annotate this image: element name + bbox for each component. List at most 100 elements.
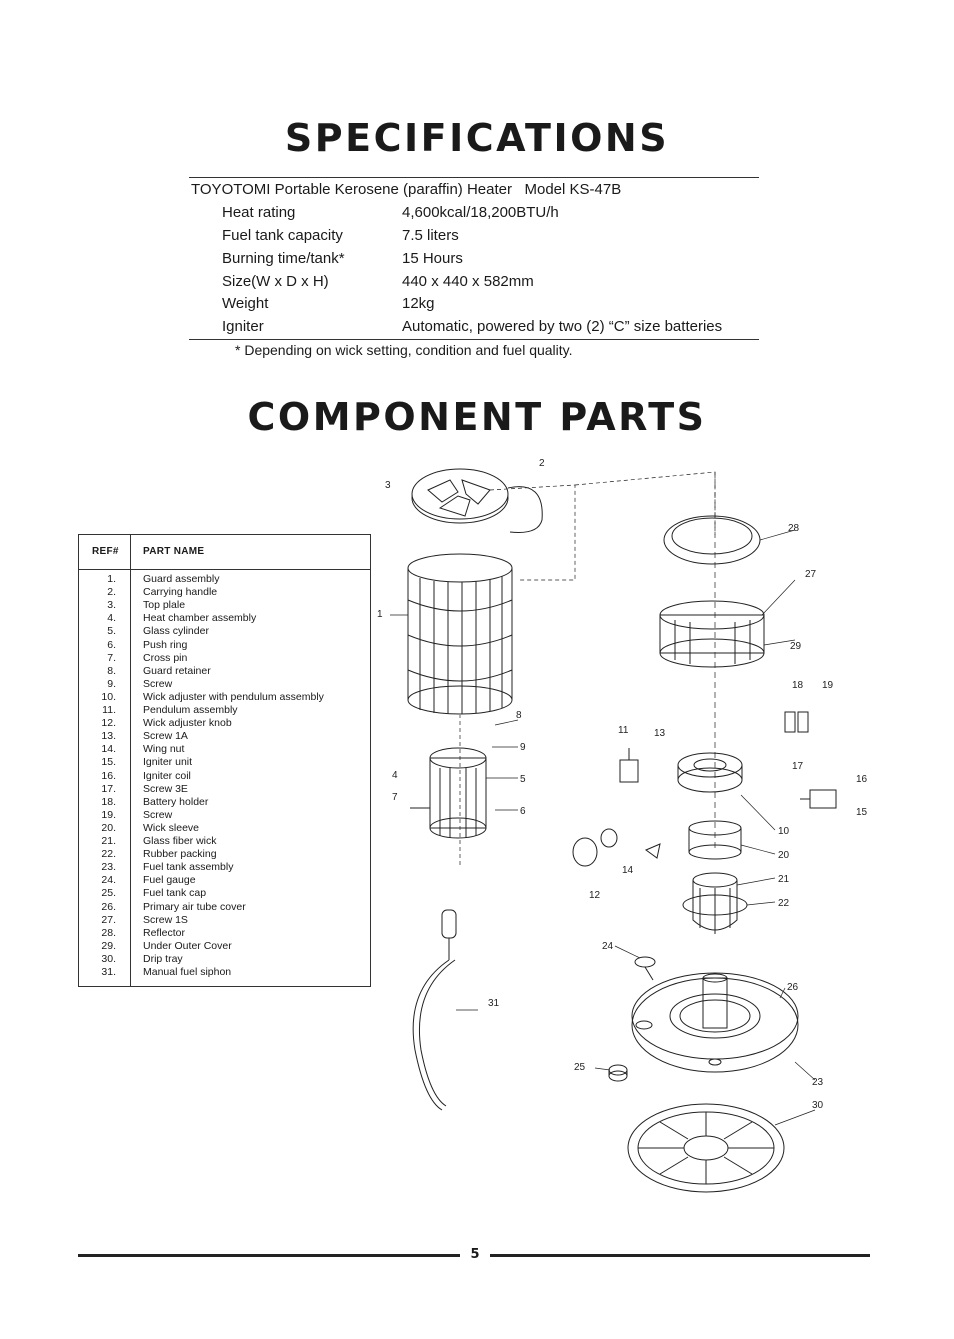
spec-row: Size(W x D x H) 440 x 440 x 582mm	[222, 273, 762, 295]
callout-22: 22	[778, 898, 790, 909]
callout-15: 15	[856, 807, 868, 818]
callout-14: 14	[622, 865, 634, 876]
spec-bottom-rule	[189, 339, 759, 340]
part-name: Glass cylinder	[143, 625, 209, 638]
table-row: 2. Carrying handle	[79, 586, 372, 599]
table-row: 11.Pendulum assembly	[79, 704, 372, 717]
exploded-parts-diagram: 1 2 3 4 5 6 7 8 9 10 11 12 13 14 15 16 1…	[377, 458, 868, 1193]
callout-10: 10	[778, 826, 790, 837]
callout-17: 17	[792, 761, 804, 772]
table-row: 19.Screw	[79, 809, 372, 822]
part-ref-number: 21.	[101, 835, 116, 847]
part-ref-number: 14.	[101, 743, 116, 756]
part-name: Primary air tube cover	[143, 900, 246, 913]
spec-value: 7.5 liters	[402, 227, 459, 244]
part-name: Heat chamber assembly	[143, 612, 257, 625]
part-name: Igniter coil	[143, 769, 191, 782]
part-ref-number: 23.	[101, 861, 116, 874]
page-number: 5	[470, 1247, 480, 1262]
callout-16: 16	[856, 774, 868, 785]
part-name: Guard retainer	[143, 664, 211, 677]
part-name: Guard assembly	[143, 573, 220, 585]
table-row: 27.Screw 1S	[79, 914, 372, 927]
part-ref-number: 1.	[107, 573, 116, 585]
part-name: Rubber packing	[143, 848, 217, 861]
callout-20: 20	[778, 850, 790, 861]
part-ref-number: 27.	[101, 913, 116, 926]
part-ref-number: 28.	[101, 926, 116, 939]
spec-row: Igniter Automatic, powered by two (2) “C…	[222, 318, 762, 340]
part-name-column-header: PART NAME	[143, 546, 205, 557]
spec-model-header: TOYOTOMI Portable Kerosene (paraffin) He…	[191, 181, 622, 198]
part-name: Fuel tank assembly	[143, 861, 234, 874]
part-ref-number: 17.	[101, 782, 116, 795]
spec-row: Weight 12kg	[222, 295, 762, 317]
callout-6: 6	[520, 806, 526, 817]
part-ref-number: 20.	[101, 821, 116, 834]
table-row: 16. Igniter coil	[79, 770, 372, 783]
part-name: Wick sleeve	[143, 821, 200, 834]
table-row: 23. Fuel tank assembly	[79, 861, 372, 874]
spec-label: Burning time/tank*	[222, 250, 345, 267]
part-ref-number: 10.	[101, 690, 116, 703]
table-row: 3.Top plale	[79, 599, 372, 612]
table-row: 15.Igniter unit	[79, 756, 372, 769]
spec-top-rule	[189, 177, 759, 178]
table-row: 20. Wick sleeve	[79, 822, 372, 835]
drip-tray-drawing	[627, 1103, 785, 1193]
wick-knob-drawing	[572, 828, 661, 867]
part-ref-number: 26.	[101, 900, 116, 913]
callout-11: 11	[618, 725, 629, 736]
part-name: Wick adjuster knob	[143, 717, 232, 730]
spec-value: Automatic, powered by two (2) “C” size b…	[402, 318, 723, 335]
part-ref-number: 6.	[107, 638, 116, 651]
callout-19: 19	[822, 680, 834, 691]
table-row: 1. Guard assembly	[79, 573, 372, 586]
part-ref-number: 8.	[107, 664, 116, 677]
spec-label: Heat rating	[222, 204, 296, 221]
part-name: Push ring	[143, 638, 188, 651]
table-row: 4. Heat chamber assembly	[79, 612, 372, 625]
part-ref-number: 13.	[101, 730, 116, 743]
part-ref-number: 19.	[101, 808, 116, 821]
callout-23: 23	[812, 1077, 824, 1088]
part-name: Igniter unit	[143, 756, 193, 769]
part-name: Drip tray	[143, 952, 183, 965]
spec-row: Burning time/tank* 15 Hours	[222, 250, 762, 272]
table-row: 8. Guard retainer	[79, 665, 372, 678]
part-name: Reflector	[143, 926, 186, 939]
part-name: Wing nut	[143, 743, 185, 756]
callout-21: 21	[778, 874, 790, 885]
fuel-tank-drawing	[631, 972, 799, 1073]
callout-24: 24	[602, 941, 614, 952]
callout-26: 26	[787, 982, 799, 993]
part-name: Battery holder	[143, 795, 209, 808]
part-name: Manual fuel siphon	[143, 966, 232, 978]
callout-25: 25	[574, 1062, 586, 1073]
part-ref-number: 30.	[101, 952, 116, 965]
part-name: Carrying handle	[143, 586, 218, 599]
part-ref-number: 24.	[101, 874, 116, 887]
table-row: 28. Reflector	[79, 927, 372, 940]
table-row: 12.Wick adjuster knob	[79, 717, 372, 730]
callout-5: 5	[520, 774, 526, 785]
part-ref-number: 29.	[101, 939, 116, 952]
glass-fiber-wick-drawing	[682, 872, 748, 934]
under-outer-cover-drawing	[659, 600, 765, 668]
footer-rule-right	[490, 1254, 870, 1257]
callout-8: 8	[516, 710, 522, 721]
table-row: 29. Under Outer Cover	[79, 940, 372, 953]
part-name: Under Outer Cover	[143, 939, 232, 952]
reflector-drawing	[663, 515, 761, 565]
part-ref-number: 11.	[102, 704, 116, 716]
callout-18: 18	[792, 680, 804, 691]
leader-lines	[390, 471, 816, 1126]
part-ref-number: 5.	[107, 625, 116, 638]
part-ref-number: 16.	[101, 769, 116, 782]
guard-assembly-drawing	[407, 553, 513, 715]
part-ref-number: 4.	[107, 612, 116, 625]
part-ref-number: 2.	[107, 586, 116, 599]
callout-29: 29	[790, 641, 802, 652]
spec-row: Heat rating 4,600kcal/18,200BTU/h	[222, 204, 762, 226]
spec-value: 15 Hours	[402, 250, 463, 267]
